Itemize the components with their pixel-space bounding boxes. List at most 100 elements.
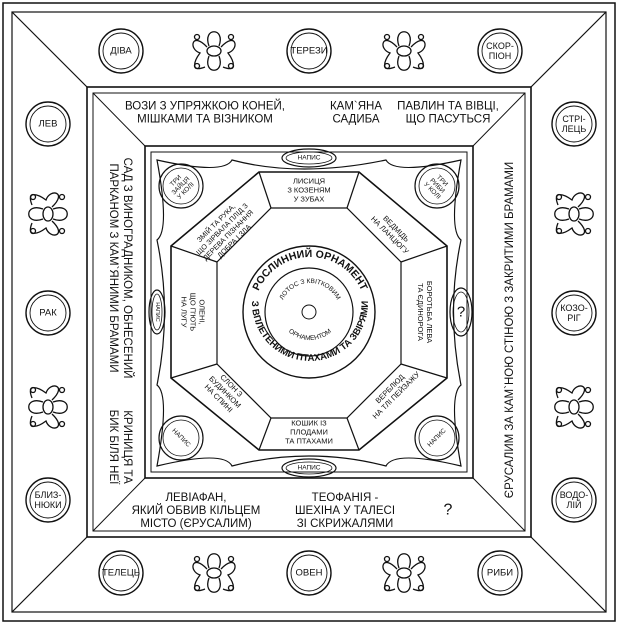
ornament-bead — [229, 35, 234, 40]
ornament-right-bottom — [555, 386, 594, 428]
ornament-core — [43, 400, 53, 414]
corner-label-bl: НАПИС — [170, 427, 191, 448]
scene-jerusalem: ЄРУСАЛИМ ЗА КАМ`НОЮ СТІНОЮ З ЗАКРИТИМИ Б… — [504, 162, 516, 498]
right-medallion-question-line: ? — [457, 304, 465, 321]
ornament-core — [207, 568, 221, 578]
ornament-scroll-bottom — [398, 56, 411, 70]
ornament-core — [397, 46, 411, 56]
ornament-core — [569, 400, 579, 414]
ornament-core — [397, 568, 411, 578]
cartouche-top-label: НАПИС — [298, 155, 321, 162]
zodiac-cancer: РАК — [26, 291, 70, 335]
zodiac-label-gemini-line: БЛИЗ- — [35, 490, 62, 500]
scene-peacock-line: ЩО ПАСУТЬСЯ — [406, 114, 491, 126]
spoke-2 — [347, 172, 359, 208]
zodiac-label-scorpio-line: ПІОН — [489, 51, 511, 61]
seg-deer: ОЛЕНІ,ЩО П'ЮТЬНА ЛУГУ — [180, 293, 207, 332]
scene-vineyard-line: САД З ВИНОГРАДНИКОМ, ОБНЕСЕНИЙ — [121, 158, 134, 379]
cartouche-bottom-label: НАПИС — [298, 465, 321, 472]
scene-leviathan-line: ЛЕВІАФАН, — [165, 492, 226, 504]
cartouche-left-label-line: НАПИС — [154, 302, 160, 321]
scene-well-line: КРИНИЦЯ ТА — [121, 410, 133, 484]
zodiac-label-aries: ОВЕН — [296, 568, 323, 579]
zodiac-label-leo-line: ЛЕВ — [39, 119, 58, 130]
ornament-bead — [229, 557, 234, 562]
ornament-scroll-bottom — [398, 578, 411, 592]
zodiac-aquarius: ВОДО-ЛІЙ — [552, 478, 596, 522]
seg-fox-line: У ЗУБАХ — [294, 195, 325, 204]
corner-three-fish: ТРИРИБИУ КОЛІ — [422, 171, 452, 201]
scene-peacock-line: ПАВЛИН ТА ВІВЦІ, — [397, 101, 499, 113]
zodiac-label-capricorn-line: РІГ — [567, 313, 581, 323]
corner-label-bl-line: НАПИС — [170, 427, 191, 448]
spoke-5 — [347, 418, 359, 450]
center-dot — [302, 305, 316, 319]
scene-theophany-line: ЗІ СКРИЖАЛЯМИ — [297, 518, 394, 530]
scene-stone-estate-line: САДИБА — [332, 114, 379, 126]
scene-well-line: БИК БІЛЯ НЕЇ — [107, 410, 119, 485]
diagonal-inner-br — [473, 478, 525, 531]
diagonal-br — [531, 537, 606, 612]
ornament-bottom-right — [383, 554, 425, 593]
seg-basket-line: ТА ПТАХАМИ — [285, 437, 333, 446]
zodiac-label-cancer-line: РАК — [39, 308, 57, 319]
zodiac-label-pisces: РИБИ — [487, 568, 513, 579]
ornament-core — [43, 207, 53, 221]
ornament-bead — [419, 557, 424, 562]
scene-vineyard-line: ПАРКАНОМ З КАМ`ЯНИМИ БРАМАМИ — [107, 163, 119, 372]
ornament-bead — [60, 195, 65, 200]
seg-lion-unicorn-line: ТА ЄДИНОРОГА — [416, 283, 425, 341]
zodiac-label-virgo-line: ДІВА — [110, 46, 132, 57]
zodiac-label-taurus: ТЕЛЕЦЬ — [102, 568, 140, 579]
ornament-scroll-top — [208, 32, 221, 46]
ornament-bead — [60, 422, 65, 427]
zodiac-label-libra-line: ТЕРЕЗИ — [290, 46, 327, 57]
center-text-lower: ОРНАМЕНТОМ — [287, 328, 333, 342]
diagonal-bl — [12, 537, 87, 612]
center-text-upper: ЛОТОС З КВІТКОВИМ — [278, 278, 341, 301]
zodiac-label-sagittarius-line: ЛЕЦЬ — [562, 124, 587, 134]
cartouche-left-label: НАПИС — [154, 302, 160, 321]
zodiac-label-gemini-line: НЮКИ — [34, 500, 61, 510]
seg-basket-line: КОШИК ІЗ — [291, 419, 327, 428]
zodiac-label-leo: ЛЕВ — [39, 119, 58, 130]
zodiac-label-scorpio-line: СКОР- — [486, 41, 514, 51]
zodiac-sagittarius: СТРІ-ЛЕЦЬ — [552, 102, 596, 146]
ornament-bead — [60, 229, 65, 234]
ornament-bead — [586, 388, 591, 393]
cartouche-top-label-line: НАПИС — [298, 155, 321, 162]
corner-three-hares: ТРИЗАЙЦЯУ КОЛІ — [166, 170, 197, 201]
scene-theophany-line: ШЕХІНА У ТАЛЕСІ — [295, 505, 395, 517]
ornament-scroll-top — [208, 554, 221, 568]
ornament-right-top — [555, 193, 594, 235]
spoke-6 — [259, 418, 271, 450]
scene-leviathan-line: МІСТО (ЄРУСАЛИМ) — [140, 518, 252, 530]
outer-octagon — [171, 172, 447, 450]
ornament-core — [569, 207, 579, 221]
seg-basket: КОШИК ІЗПЛОДАМИТА ПТАХАМИ — [285, 419, 333, 446]
inner-scenes: НАПИС НАПИС НАПИС? ТРИЗАЙЦЯУ КОЛІ ТРИРИБИУ К… — [154, 155, 465, 472]
zodiac-capricorn: КОЗО-РІГ — [552, 291, 596, 335]
ornament-bead — [195, 35, 200, 40]
ring-text-upper: РОСЛИННИЙ ОРНАМЕНТ — [250, 247, 370, 293]
scene-theophany: ТЕОФАНІЯ -ШЕХІНА У ТАЛЕСІЗІ СКРИЖАЛЯМИ — [295, 492, 395, 530]
ornament-top-right — [383, 32, 425, 71]
scene-jerusalem-line: ЄРУСАЛИМ ЗА КАМ`НОЮ СТІНОЮ З ЗАКРИТИМИ Б… — [504, 162, 516, 498]
ornament-bead — [195, 557, 200, 562]
diagonal-tr — [531, 12, 606, 87]
zodiac-label-aries-line: ОВЕН — [296, 568, 323, 579]
ornament-bead — [419, 35, 424, 40]
seg-deer-line: ОЛЕНІ, — [198, 299, 207, 324]
diagonal-tl — [12, 12, 87, 87]
zodiac-libra: ТЕРЕЗИ — [287, 29, 331, 73]
scene-wagons: ВОЗИ З УПРЯЖКОЮ КОНЕЙ,МІШКАМИ ТА ВІЗНИКО… — [125, 100, 285, 126]
ornament-scroll-bottom — [29, 208, 43, 221]
spoke-7 — [171, 364, 217, 378]
zodiac-label-scorpio: СКОР-ПІОН — [486, 41, 514, 61]
seg-lion-unicorn-line: БОРОТЬБА ЛЕВА — [425, 281, 434, 343]
zodiac-label-capricorn-line: КОЗО- — [560, 303, 587, 313]
